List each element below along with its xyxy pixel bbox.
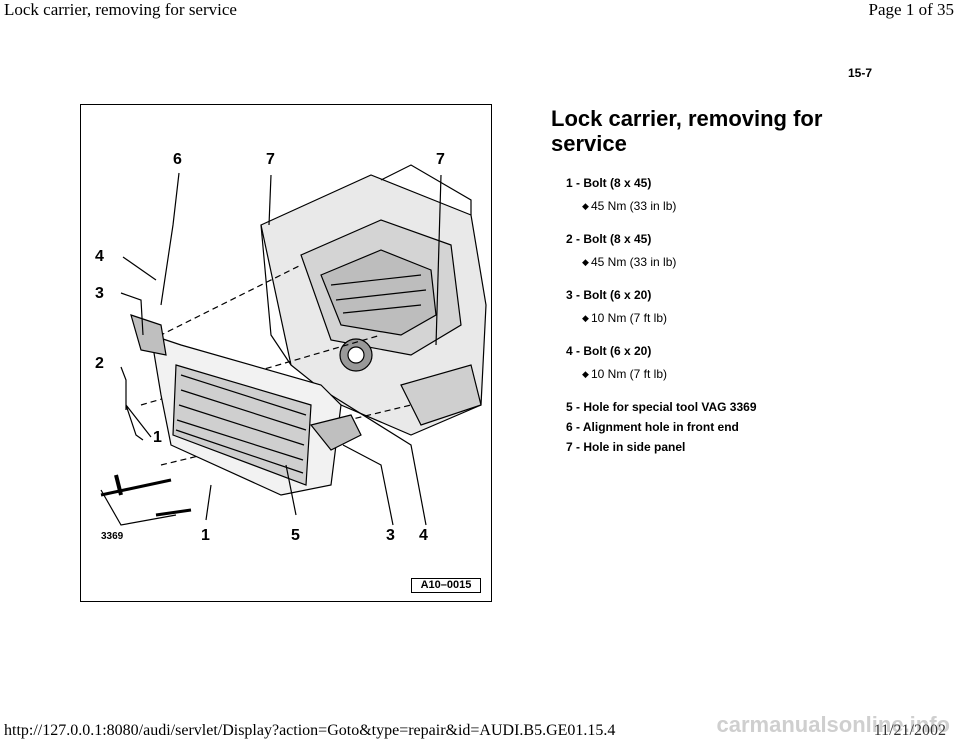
- list-item: 7 - Hole in side panel: [566, 440, 686, 454]
- list-item: 2 - Bolt (8 x 45): [566, 232, 652, 246]
- callout-5: 5: [291, 527, 300, 544]
- list-item: 1 - Bolt (8 x 45): [566, 176, 652, 190]
- page-counter: Page 1 of 35: [868, 0, 954, 19]
- list-item: 5 - Hole for special tool VAG 3369: [566, 400, 757, 414]
- diamond-bullet-icon: ◆: [582, 201, 589, 211]
- diamond-bullet-icon: ◆: [582, 313, 589, 323]
- figure-code: A10–0015: [411, 578, 481, 593]
- footer-date: 11/21/2002: [873, 722, 946, 739]
- lock-carrier-diagram: 6 7 7 4 3 2 1 3369 1 5 3 4 A10–0015: [80, 104, 492, 602]
- callout-3a: 3: [95, 285, 104, 302]
- list-item: 4 - Bolt (6 x 20): [566, 344, 652, 358]
- torque-spec: ◆10 Nm (7 ft lb): [566, 307, 926, 343]
- watermark: carmanualsonline.info: [716, 712, 951, 737]
- torque-spec: ◆10 Nm (7 ft lb): [566, 363, 926, 399]
- torque-spec-text: 10 Nm (7 ft lb): [591, 367, 668, 381]
- torque-spec: ◆45 Nm (33 in lb): [566, 195, 926, 231]
- parts-list: 1 - Bolt (8 x 45) ◆45 Nm (33 in lb) 2 - …: [566, 175, 926, 459]
- callout-2: 2: [95, 355, 104, 372]
- torque-spec-text: 10 Nm (7 ft lb): [591, 311, 668, 325]
- page-number: 15-7: [847, 66, 872, 80]
- list-item: 3 - Bolt (6 x 20): [566, 288, 652, 302]
- torque-spec-text: 45 Nm (33 in lb): [591, 199, 677, 213]
- page-title: Lock carrier, removing for service: [551, 106, 823, 156]
- callout-3b: 3: [386, 527, 395, 544]
- diamond-bullet-icon: ◆: [582, 369, 589, 379]
- callout-4b: 4: [419, 527, 428, 544]
- diagram-drawing: [100, 164, 487, 526]
- window-title: Lock carrier, removing for service: [4, 0, 237, 19]
- callout-7b: 7: [436, 151, 445, 168]
- callout-7a: 7: [266, 151, 275, 168]
- callout-4a: 4: [95, 248, 104, 265]
- footer-url[interactable]: http://127.0.0.1:8080/audi/servlet/Displ…: [4, 722, 616, 739]
- callout-3369: 3369: [101, 531, 124, 542]
- torque-spec-text: 45 Nm (33 in lb): [591, 255, 677, 269]
- diamond-bullet-icon: ◆: [582, 257, 589, 267]
- callout-1a: 1: [153, 429, 162, 446]
- torque-spec: ◆45 Nm (33 in lb): [566, 251, 926, 287]
- list-item: 6 - Alignment hole in front end: [566, 420, 739, 434]
- callout-6: 6: [173, 151, 182, 168]
- callout-1b: 1: [201, 527, 210, 544]
